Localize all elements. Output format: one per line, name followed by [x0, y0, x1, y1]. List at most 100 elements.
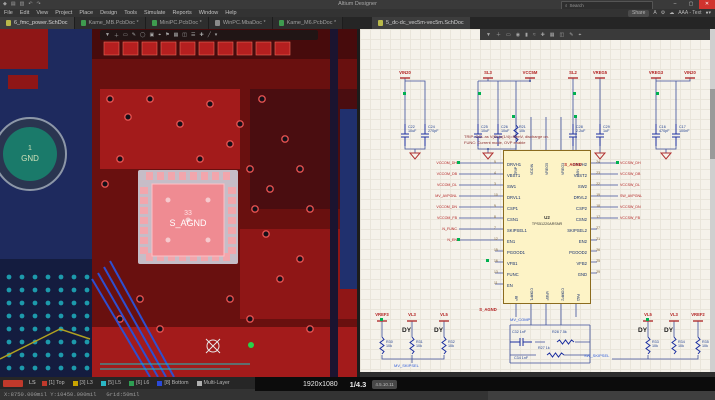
wire-net-label[interactable]: MV_AVPGNL [415, 191, 457, 202]
active-layer-swatch[interactable] [3, 380, 23, 387]
power-net-label[interactable]: VREG5 [585, 70, 615, 75]
titlebar-icon[interactable]: ▤ [11, 1, 16, 7]
agnd-label[interactable]: S_AGND [558, 162, 588, 167]
schematic-scrollbar[interactable] [710, 29, 715, 372]
view-badge[interactable]: AAA - Text [678, 10, 701, 16]
document-tab[interactable]: 6_fmc_power.SchDoc [0, 17, 75, 29]
schematic-toolbar-icon[interactable]: ◉ [516, 32, 520, 38]
power-net-label[interactable]: SL2 [558, 70, 588, 75]
pcb-toolbar-icon[interactable]: ＋ [114, 32, 119, 39]
part-ref[interactable]: R27 [538, 346, 545, 350]
schematic-toolbar-icon[interactable]: ✎ [569, 32, 573, 38]
pcb-toolbar-icon[interactable]: ☰ [191, 32, 195, 38]
wire-net-label[interactable]: N_EN [415, 235, 457, 246]
power-net-label[interactable]: VREF2 [683, 312, 710, 317]
schematic-canvas[interactable]: TRIPVDDINVREG5VREG3VIN BPCOMP1VREFCOMP2P… [360, 29, 710, 372]
schematic-toolbar-icon[interactable]: ⌖ [578, 32, 581, 38]
menu-item[interactable]: Edit [20, 9, 29, 17]
agnd-label[interactable]: S_AGND [473, 307, 503, 312]
schematic-toolbar-icon[interactable]: ▮ [525, 32, 528, 38]
power-net-label[interactable]: VIN20 [675, 70, 705, 75]
pcb-toolbar-icon[interactable]: ◯ [140, 32, 146, 38]
user-avatar[interactable]: ●▾ [705, 10, 711, 16]
layer-tab[interactable]: [8] Bottom [157, 380, 188, 386]
net-label[interactable]: MV_COMP [510, 317, 530, 322]
layer-tab[interactable]: [1] Top [42, 380, 65, 386]
titlebar-icon[interactable]: ◆ [3, 1, 7, 7]
wire-net-label[interactable]: VCCOM_FB [415, 213, 457, 224]
pcb-toolbar-icon[interactable]: ▣ [150, 32, 155, 38]
minimize-button[interactable]: – [667, 0, 683, 9]
power-net-label[interactable]: VREF3 [367, 312, 397, 317]
titlebar-icon[interactable]: ↷ [37, 1, 41, 7]
wire-net-label[interactable]: SW_AVPGNL [620, 191, 666, 202]
wire-net-label[interactable]: VCCSW_FB [620, 213, 666, 224]
share-button[interactable]: Share [628, 10, 649, 17]
wire-net-label[interactable]: VCCSW_DL [620, 180, 666, 191]
pcb-toolbar-icon[interactable]: ⚑ [165, 32, 169, 38]
pcb-editor-pane[interactable]: 1 GND 33 S_AGND [0, 29, 357, 377]
menu-item[interactable]: Window [199, 9, 219, 17]
menu-item[interactable]: Tools [124, 9, 137, 17]
schematic-toolbar-icon[interactable]: ＋ [496, 31, 501, 38]
wire-net-label[interactable]: VCCOM_DB [415, 169, 457, 180]
titlebar-icon[interactable]: ↶ [28, 1, 32, 7]
schematic-toolbar-icon[interactable]: ✚ [541, 32, 545, 38]
gear-icon[interactable]: ⚙ [661, 10, 665, 16]
schematic-toolbar-icon[interactable]: ◫ [560, 32, 565, 38]
pcb-toolbar-icon[interactable]: ▾ [215, 32, 218, 38]
power-net-label[interactable]: SL3 [473, 70, 503, 75]
scrollbar-thumb[interactable] [710, 89, 715, 159]
menu-item[interactable]: File [4, 9, 13, 17]
menu-item[interactable]: View [36, 9, 48, 17]
schematic-toolbar-icon[interactable]: ▭ [506, 32, 511, 38]
menu-item[interactable]: Place [79, 9, 93, 17]
wire-net-label[interactable]: VCCOM_DN [415, 202, 457, 213]
titlebar-icon[interactable]: ▥ [20, 1, 25, 7]
part-ref[interactable]: R28 [552, 330, 559, 334]
cloud-icon[interactable]: ☁ [669, 10, 674, 16]
menu-item[interactable]: Help [225, 9, 236, 17]
ic-symbol[interactable]: TRIPVDDINVREG5VREG3VIN BPCOMP1VREFCOMP2P… [503, 150, 591, 304]
schematic-toolbar-icon[interactable]: ▼ [486, 32, 491, 38]
document-tab[interactable]: MiniPC.PcbDoc * [146, 17, 209, 29]
menu-item[interactable]: Project [55, 9, 72, 17]
layer-tab[interactable]: [6] L6 [129, 380, 149, 386]
pcb-toolbar-icon[interactable]: ⌖ [158, 32, 161, 38]
pcb-canvas-art[interactable]: 1 GND 33 S_AGND [0, 29, 357, 377]
document-tab[interactable]: Kame_M6.PcbDoc * [273, 17, 344, 29]
close-button[interactable]: ✕ [699, 0, 715, 9]
titlebar-quick-icons[interactable]: ◆ ▤ ▥↶ ↷ [3, 1, 41, 7]
layer-tab[interactable]: [5] L5 [101, 380, 121, 386]
pcb-toolbar-icon[interactable]: ╱ [208, 32, 211, 38]
schematic-document-tab[interactable]: 5_dc-dc_vec5m-vec5m.SchDoc [372, 17, 470, 29]
document-tab[interactable]: WinPC.MbaDoc * [209, 17, 273, 29]
menu-item[interactable]: Reports [172, 9, 191, 17]
net-label[interactable]: SW_SKIPSEL [584, 353, 609, 358]
schematic-toolbar-icon[interactable]: ▦ [550, 32, 555, 38]
schematic-toolbar-icon[interactable]: ≈ [533, 32, 536, 38]
wire-net-label[interactable]: VCCSW_DH [620, 158, 666, 169]
net-label[interactable]: MV_SKIPSEL [394, 363, 419, 368]
pcb-toolbar-icon[interactable]: ✎ [132, 32, 136, 38]
wire-net-label[interactable]: VCCSW_DN [620, 202, 666, 213]
part-ref[interactable]: C34 [514, 356, 521, 360]
power-net-label[interactable]: VL5 [429, 312, 459, 317]
pcb-toolbar-icon[interactable]: ✚ [200, 32, 204, 38]
schematic-editor-pane[interactable]: TRIPVDDINVREG5VREG3VIN BPCOMP1VREFCOMP2P… [360, 29, 715, 377]
pcb-toolbar-icon[interactable]: ▭ [123, 32, 128, 38]
wire-net-label[interactable]: N_FUNC [415, 224, 457, 235]
document-tab[interactable]: Kame_MB.PcbDoc * [75, 17, 146, 29]
font-icon[interactable]: A [653, 10, 656, 16]
power-net-label[interactable]: VCC5M [515, 70, 545, 75]
layer-tab[interactable]: Multi-Layer [197, 380, 230, 386]
wire-net-label[interactable]: VCCSW_DB [620, 169, 666, 180]
wire-net-label[interactable]: VCCOM_DL [415, 180, 457, 191]
layer-set-button[interactable]: LS [29, 380, 36, 386]
power-net-label[interactable]: VIN20 [390, 70, 420, 75]
pcb-toolbar-icon[interactable]: ▦ [174, 32, 179, 38]
layer-tab[interactable]: [3] L3 [73, 380, 93, 386]
menu-item[interactable]: Simulate [144, 9, 165, 17]
part-ref[interactable]: C32 [512, 330, 519, 334]
pcb-toolbar-icon[interactable]: ◫ [182, 32, 187, 38]
